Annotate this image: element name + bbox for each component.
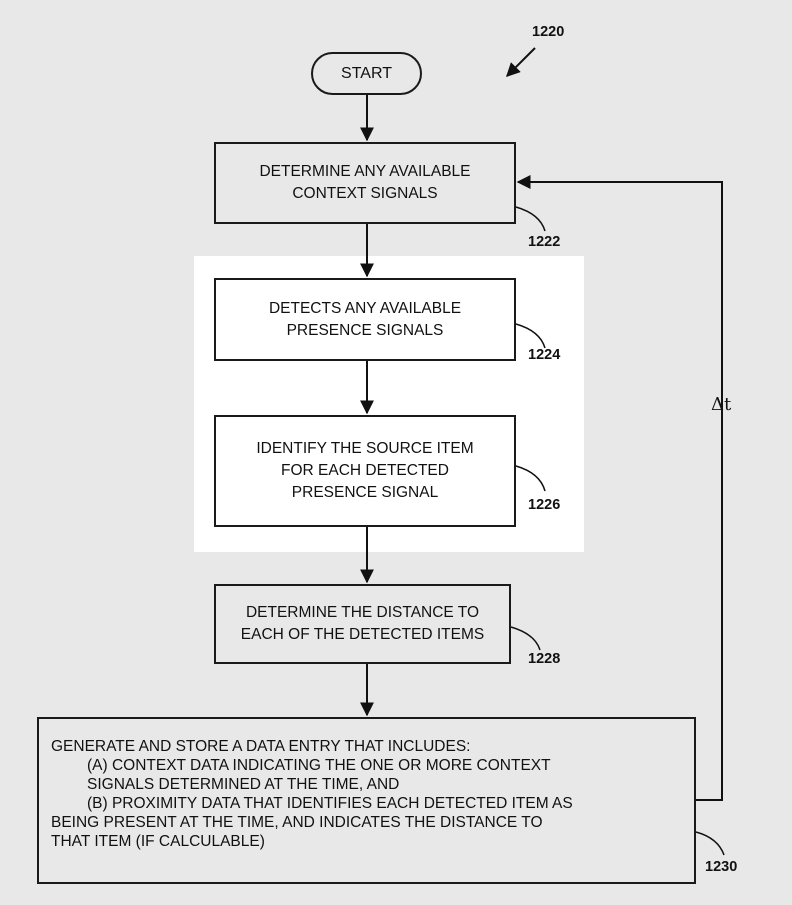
loop-interval-label: Δt [711,394,732,415]
step-1230-box: GENERATE AND STORE A DATA ENTRY THAT INC… [37,717,696,884]
start-terminal: START [311,52,422,95]
leader-1228 [510,626,541,651]
ref-1224: 1224 [528,347,561,363]
step-1228-box: DETERMINE THE DISTANCE TO EACH OF THE DE… [214,584,511,664]
step-1224-text: DETECTS ANY AVAILABLE PRESENCE SIGNALS [268,299,462,339]
figure-label: 1220 [532,24,565,40]
step-1230-line-5: BEING PRESENT AT THE TIME, AND INDICATES… [51,814,543,831]
leader-1224 [515,323,546,349]
step-1226-text: IDENTIFY THE SOURCE ITEM FOR EACH DETECT… [256,440,474,501]
ref-1222: 1222 [528,234,561,250]
step-1230-line-4: (B) PROXIMITY DATA THAT IDENTIFIES EACH … [87,795,573,812]
step-1230-line-3: SIGNALS DETERMINED AT THE TIME, AND [87,776,400,793]
ref-1226: 1226 [528,497,561,513]
figure-pointer-arrow [506,47,536,77]
step-1230-line-2: (A) CONTEXT DATA INDICATING THE ONE OR M… [87,757,551,774]
step-1224-box: DETECTS ANY AVAILABLE PRESENCE SIGNALS [214,278,516,361]
leader-1226 [515,465,546,492]
start-label: START [341,64,392,82]
leader-1222 [515,206,546,232]
step-1226-box: IDENTIFY THE SOURCE ITEM FOR EACH DETECT… [214,415,516,527]
leader-1230 [695,831,725,856]
loop-back-connector [516,175,723,801]
step-1230-line-1: GENERATE AND STORE A DATA ENTRY THAT INC… [51,738,471,755]
ref-1230: 1230 [705,859,738,875]
ref-1228: 1228 [528,651,561,667]
step-1228-text: DETERMINE THE DISTANCE TO EACH OF THE DE… [240,604,485,643]
step-1222-text: DETERMINE ANY AVAILABLE CONTEXT SIGNALS [259,163,471,202]
step-1222-box: DETERMINE ANY AVAILABLE CONTEXT SIGNALS [214,142,516,224]
step-1230-line-6: THAT ITEM (IF CALCULABLE) [51,833,265,850]
